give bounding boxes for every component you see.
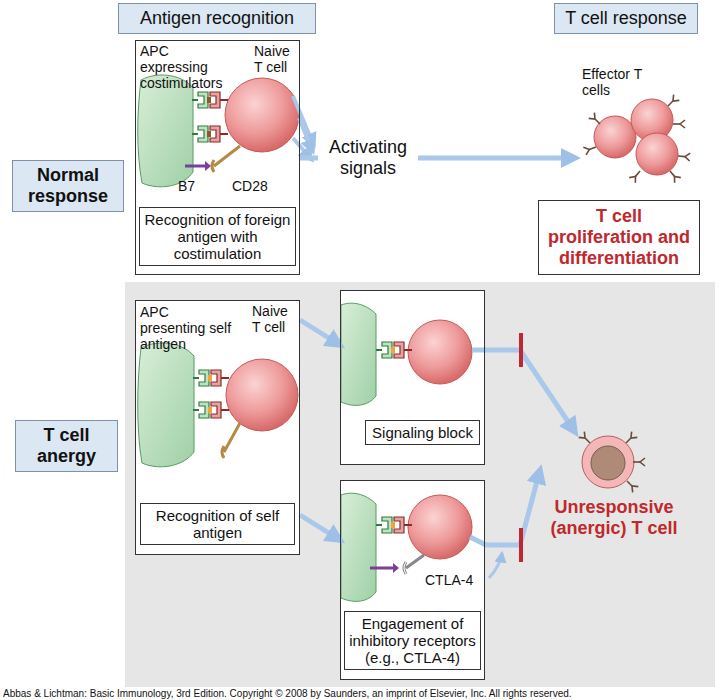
signal-arrow [485, 350, 575, 432]
ctla4-cells [376, 517, 412, 533]
frame-ground [340, 290, 485, 465]
block-bar [519, 333, 523, 367]
caption-box: Recognition of self antigen [140, 503, 295, 545]
frame-ground [135, 40, 300, 275]
signal-arrow [485, 470, 540, 545]
cell-label: Effector T cells [582, 66, 644, 98]
normal-response-cells [138, 75, 314, 187]
row-header: Normal response [12, 160, 124, 212]
row-header: T cell anergy [15, 420, 118, 472]
ctla4-cells [489, 553, 502, 578]
signaling-block-cells [376, 342, 412, 358]
signaling-block-cells [341, 303, 486, 405]
anergic-cell: Unresponsive (anergic) T cell [540, 432, 690, 597]
molecule-label: B7 [178, 178, 202, 194]
normal-response-cells [192, 126, 228, 142]
ctla4-cells [408, 495, 472, 559]
normal-response-cells [205, 161, 211, 171]
anergic-cell [591, 446, 625, 480]
illustration-frame: APC expressing costimulators Naive T cell… [135, 40, 300, 275]
cell-label: Naive T cell [254, 43, 298, 75]
illustration-frame: APC presenting self antigen Naive T cellR… [135, 300, 300, 555]
illustration-frame: CTLA-4Engagement of inhibitory receptors… [340, 480, 485, 680]
self-antigen-cells [138, 343, 194, 467]
cell-label: APC presenting self antigen [140, 304, 236, 352]
anergic-cell [579, 432, 645, 493]
self-antigen-cells [226, 359, 298, 431]
ctla4-cells [470, 537, 486, 545]
anergic-cell [633, 458, 645, 466]
box-label: T cell response [561, 8, 691, 29]
box-label: Normal response [18, 165, 118, 207]
anergic-cell [624, 478, 638, 492]
effector-cells [636, 133, 678, 175]
signaling-block-cells [341, 303, 376, 405]
caption-box: Engagement of inhibitory receptors (e.g.… [344, 611, 481, 670]
frame-ground [135, 300, 300, 555]
effector-cells [673, 120, 685, 128]
caption-box: Recognition of foreign antigen with cost… [139, 207, 296, 266]
signal-arrow [300, 320, 340, 345]
normal-response-cells [138, 75, 193, 187]
signaling-block-cells [472, 348, 486, 353]
illustration-frame: Signaling block [340, 290, 485, 465]
effector-cells [583, 95, 690, 183]
effector-cells [678, 152, 691, 161]
anergic-cell [579, 432, 593, 446]
ctla4-cells [341, 493, 376, 601]
anergy-panel [125, 282, 715, 687]
molecule-label: CD28 [232, 178, 276, 194]
ctla4-cells [404, 562, 406, 574]
box-label: Antigen recognition [125, 8, 309, 29]
effector-cells [667, 168, 681, 182]
normal-response-cells [185, 165, 206, 168]
self-antigen-cells [193, 370, 229, 386]
column-header: Antigen recognition [118, 3, 316, 34]
anergic-cell [623, 432, 637, 446]
frame-ground [340, 480, 485, 680]
block-bar [519, 528, 523, 562]
edge-label: Activating signals [318, 137, 418, 179]
cell-label: Naive T cell [252, 303, 298, 335]
ctla4-cells [341, 493, 502, 601]
signal-arrow [300, 515, 340, 540]
effector-cells [629, 168, 643, 182]
normal-response-cells [212, 146, 240, 172]
box-label: T cell anergy [21, 425, 112, 467]
copyright-note: Abbas & Lichtman: Basic Immunology, 3rd … [3, 688, 572, 700]
self-antigen-cells [193, 402, 229, 418]
self-antigen-cells [222, 423, 240, 458]
column-header: T cell response [554, 3, 698, 34]
result-box: T cell proliferation and differentiation [538, 200, 700, 275]
ctla4-cells [370, 567, 394, 570]
normal-response-cells [192, 92, 228, 108]
effector-cells [665, 95, 679, 109]
cell-label: APC expressing costimulators [140, 43, 240, 91]
normal-response-cells [225, 78, 299, 152]
signaling-block-cells [408, 320, 472, 384]
anergic-cell [582, 436, 634, 488]
normal-response-cells [293, 96, 314, 146]
effector-cells [589, 113, 603, 127]
result-label: Unresponsive (anergic) T cell [539, 497, 689, 539]
molecule-label: CTLA-4 [425, 572, 483, 588]
ctla4-cells [393, 563, 399, 573]
caption-box: Signaling block [365, 420, 480, 445]
ctla4-cells [404, 555, 424, 574]
effector-cells [594, 116, 636, 158]
effector-cells [583, 143, 597, 155]
effector-cells: Effector T cells [575, 65, 695, 175]
self-antigen-cells [138, 343, 298, 467]
box-label: T cell proliferation and differentiation [543, 206, 695, 269]
